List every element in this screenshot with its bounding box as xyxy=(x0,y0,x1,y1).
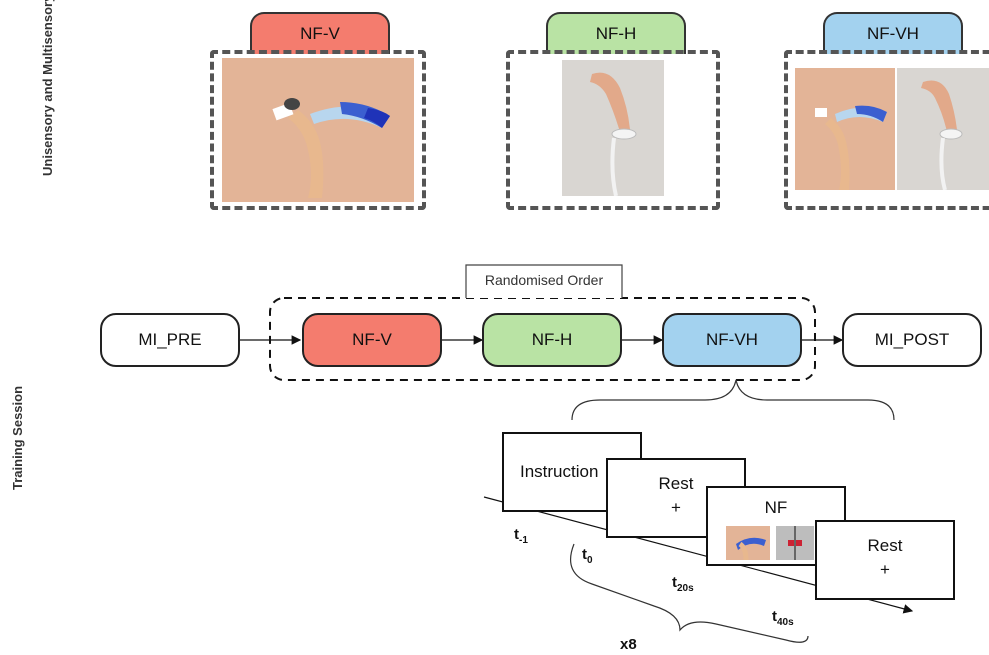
nf-v-node: NF-V xyxy=(302,313,442,367)
time-label-t20s: t20s xyxy=(672,574,694,594)
nf-v-panel xyxy=(210,50,426,210)
nf-h-haptic-feedback-image xyxy=(562,60,664,196)
randomised-order-label: Randomised Order xyxy=(484,272,604,288)
mi-post-node: MI_POST xyxy=(842,313,982,367)
time-label-t-minus1: t-1 xyxy=(514,526,528,546)
expansion-brace xyxy=(571,379,895,421)
time-label-t40s: t40s xyxy=(772,608,794,628)
nf-h-tab: NF-H xyxy=(546,12,686,54)
nf-card-haptic-thumb xyxy=(776,526,814,560)
nf-v-tab: NF-V xyxy=(250,12,390,54)
repeat-brace xyxy=(570,543,809,643)
nf-v-visual-feedback-image xyxy=(222,58,414,202)
nf-vh-node: NF-VH xyxy=(662,313,802,367)
repeat-count-label: x8 xyxy=(620,636,637,653)
randomised-label-box xyxy=(465,264,623,298)
nf-h-node: NF-H xyxy=(482,313,622,367)
nf-card-visual-thumb xyxy=(726,526,770,560)
nf-vh-haptic-image xyxy=(897,68,989,190)
nf-h-panel xyxy=(506,50,720,210)
nf-vh-tab: NF-VH xyxy=(823,12,963,54)
time-label-t0: t0 xyxy=(582,546,593,566)
rest-card-2: Rest + xyxy=(815,520,955,600)
mi-pre-node: MI_PRE xyxy=(100,313,240,367)
nf-vh-panel xyxy=(784,50,989,210)
nf-vh-visual-image xyxy=(795,68,895,190)
